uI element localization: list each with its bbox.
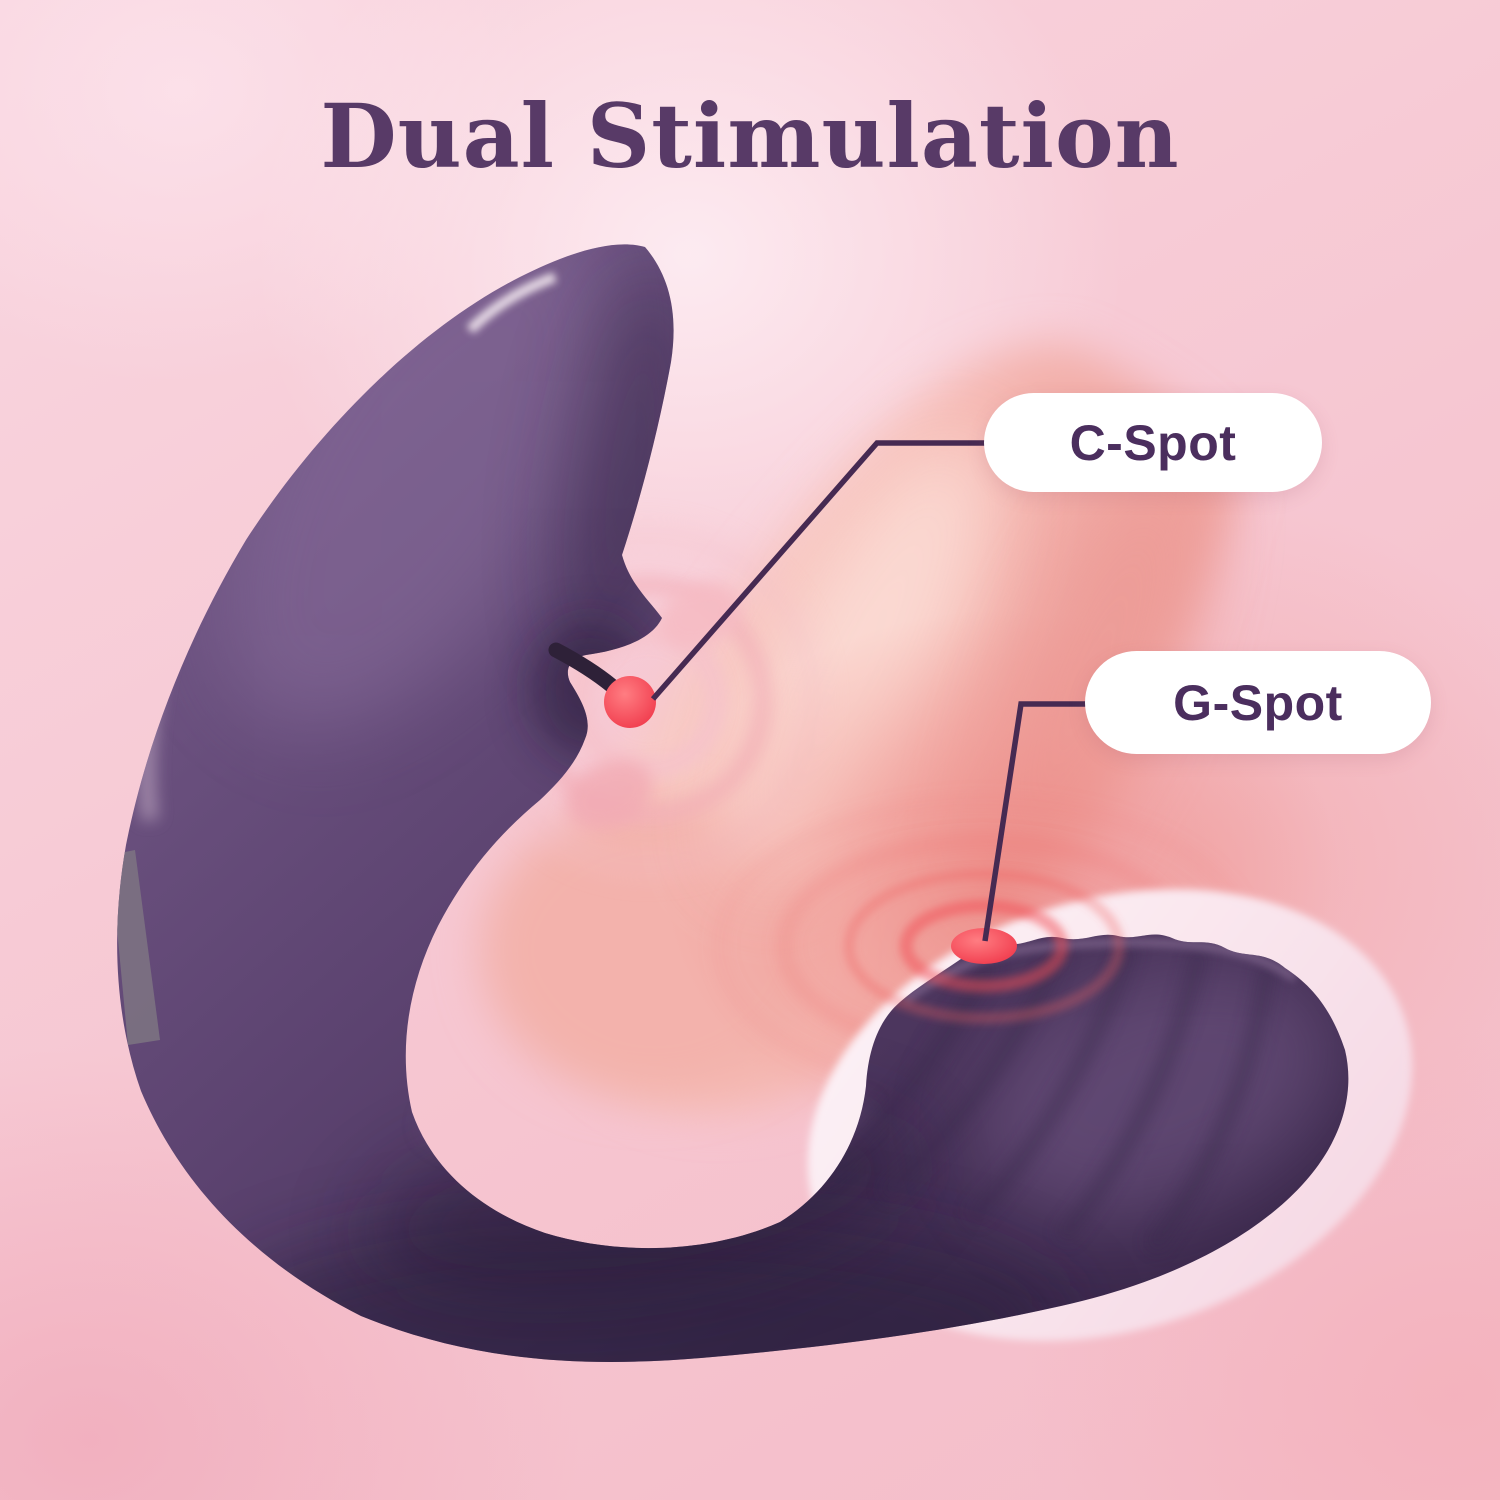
g-spot-label: G-Spot: [1173, 674, 1343, 731]
g-spot-indicator-dot: [951, 928, 1017, 964]
c-spot-label-pill: C-Spot: [984, 393, 1322, 492]
page-title: Dual Stimulation: [320, 84, 1180, 188]
g-spot-label-pill: G-Spot: [1085, 651, 1431, 754]
charging-contact-strip: [117, 850, 160, 1045]
g-spot-connector: [982, 701, 1087, 942]
c-spot-connector: [650, 440, 986, 701]
c-spot-indicator-dot: [604, 676, 656, 728]
g-spot-ripples-inner: [843, 868, 1125, 1024]
device-body: [117, 244, 1349, 1362]
c-spot-label: C-Spot: [1069, 414, 1237, 471]
device-tongue: [548, 642, 620, 694]
